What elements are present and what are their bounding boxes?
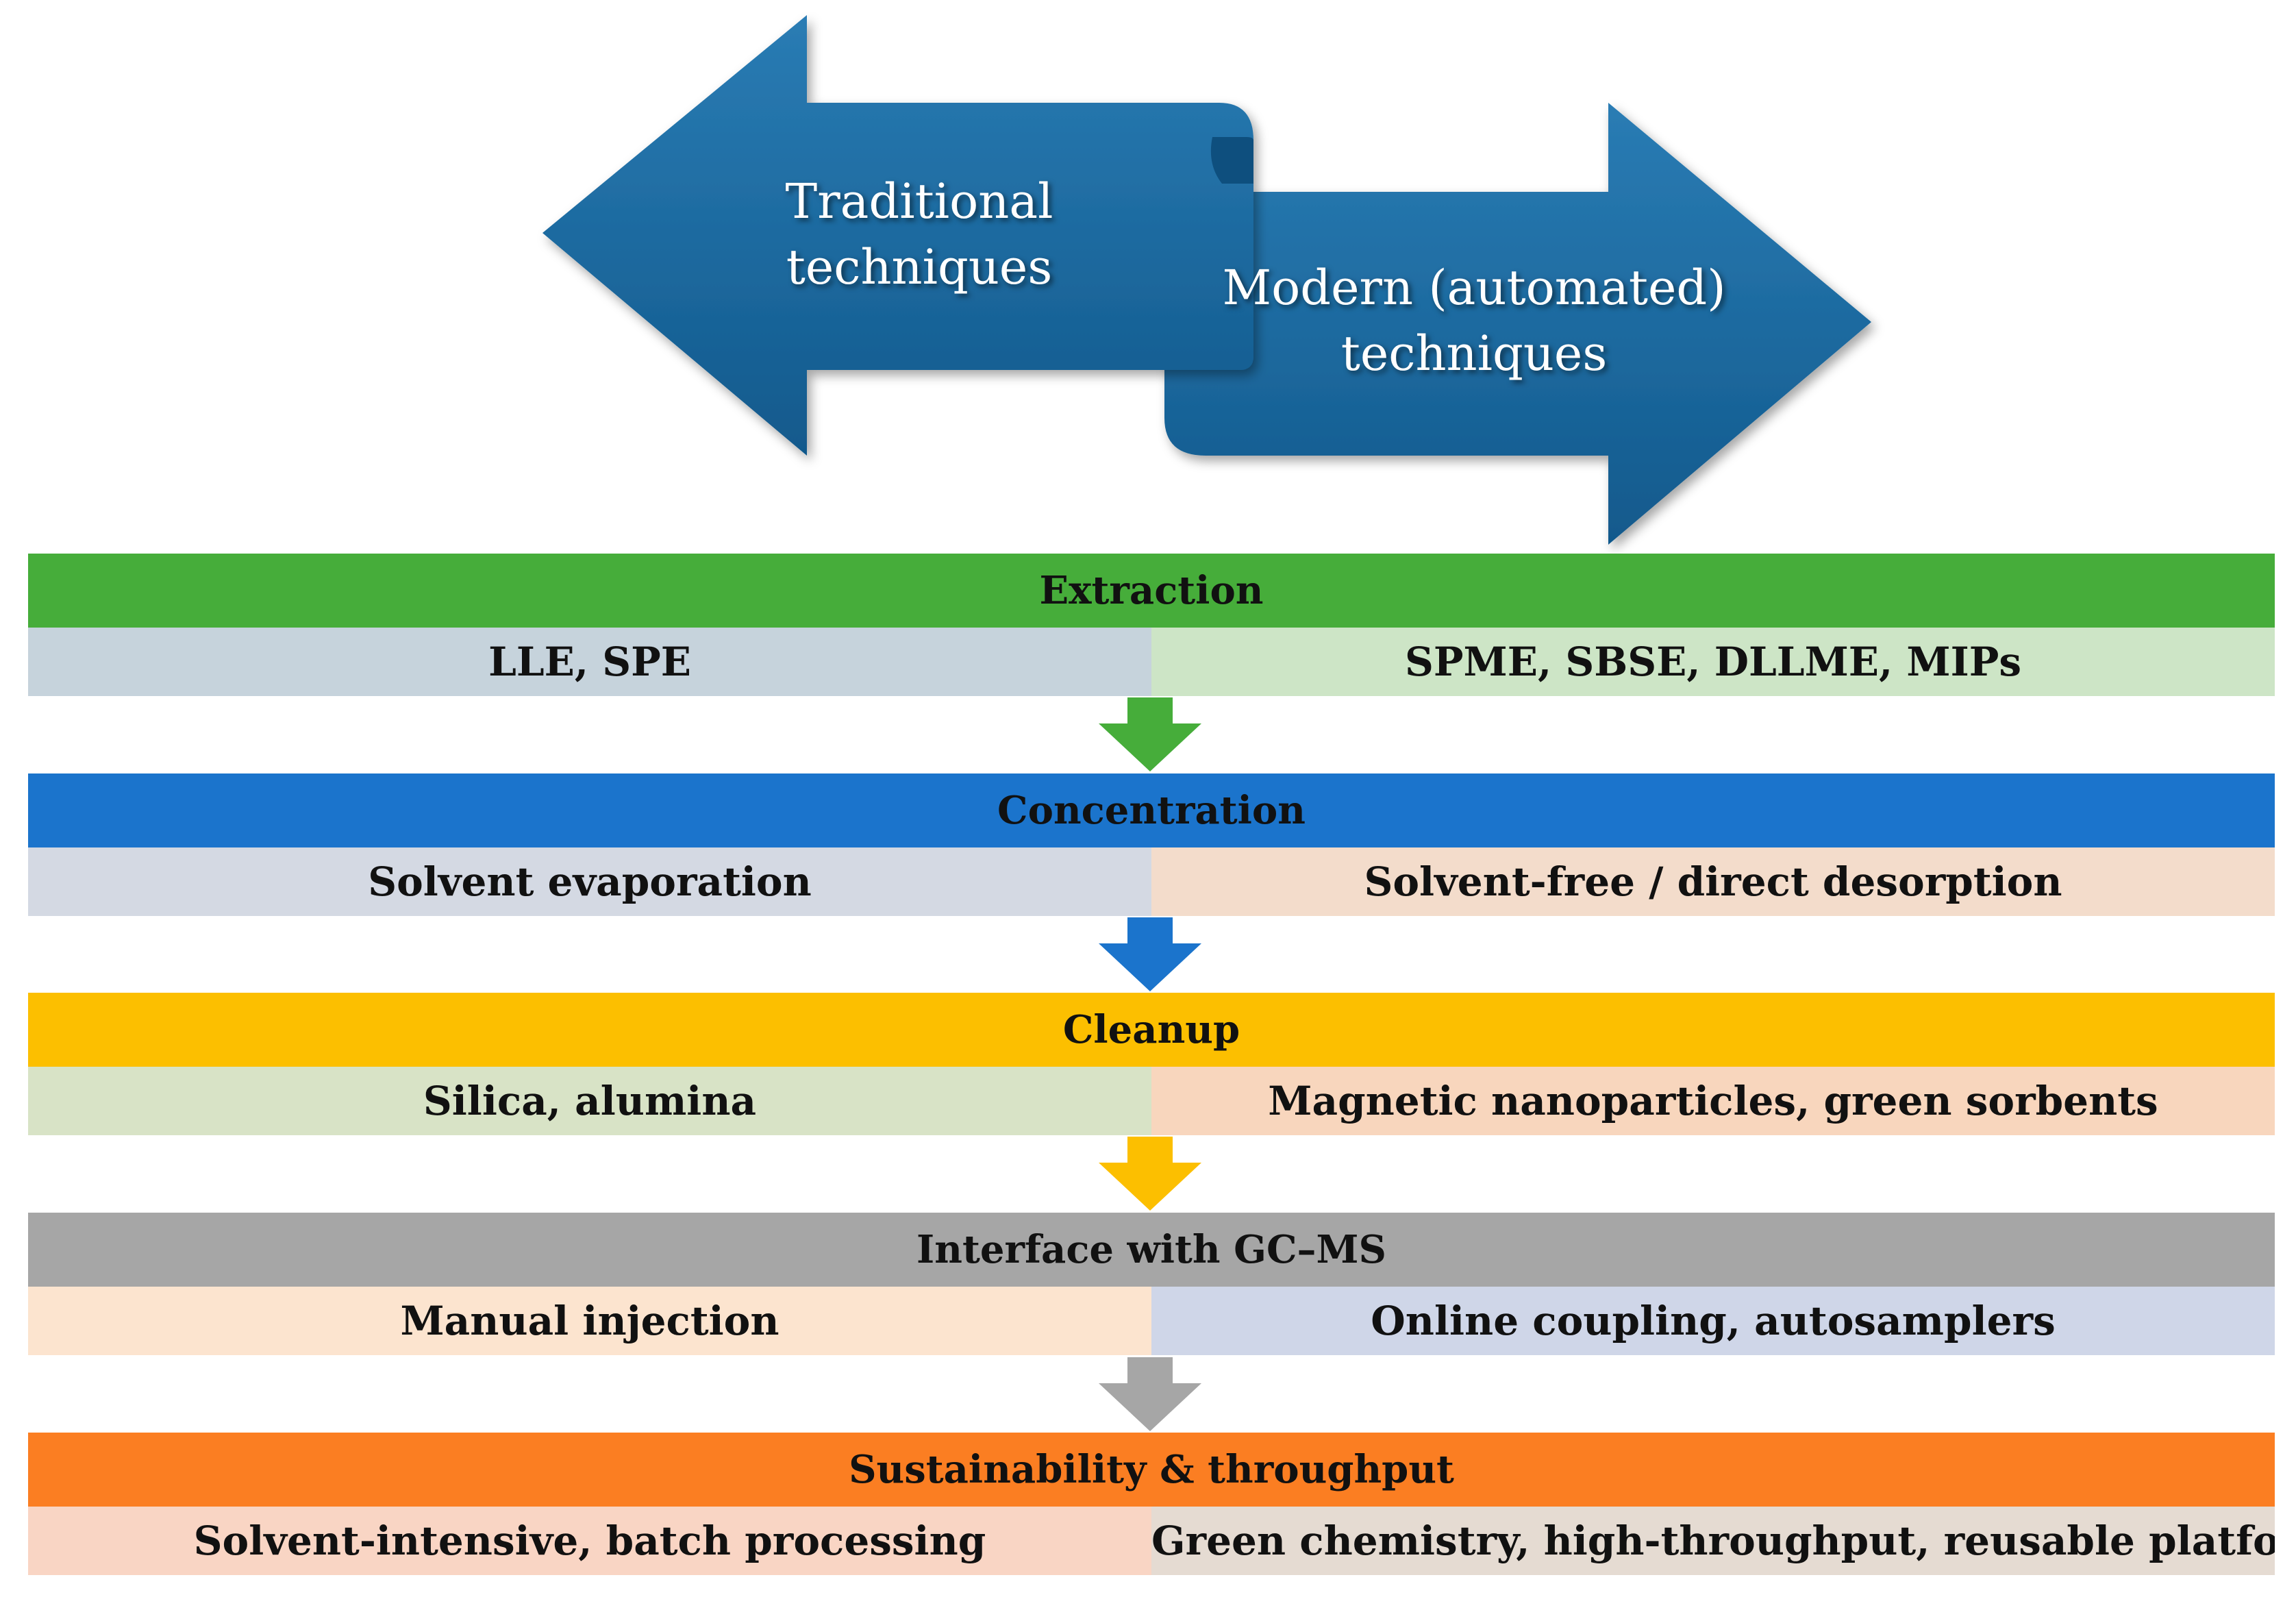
traditional-cell: Solvent evaporation	[28, 847, 1151, 916]
stage-concentration: Concentration Solvent evaporation Solven…	[28, 773, 2275, 916]
down-arrow-icon	[1099, 1357, 1201, 1431]
modern-cell: Solvent-free / direct desorption	[1151, 847, 2275, 916]
traditional-cell: Silica, alumina	[28, 1067, 1151, 1135]
traditional-cell: Solvent-intensive, batch processing	[28, 1507, 1151, 1575]
modern-arrow	[1164, 103, 1871, 545]
down-arrow-icon	[1099, 1137, 1201, 1211]
modern-cell: Green chemistry, high-throughput, reusab…	[1151, 1507, 2275, 1575]
down-arrow-icon	[1099, 917, 1201, 991]
stage-row: Solvent-intensive, batch processing Gree…	[28, 1507, 2275, 1575]
down-arrow-icon	[1099, 697, 1201, 771]
stage-row: Manual injection Online coupling, autosa…	[28, 1287, 2275, 1355]
stage-extraction: Extraction LLE, SPE SPME, SBSE, DLLME, M…	[28, 554, 2275, 696]
traditional-techniques-label: Traditional techniques	[785, 173, 1053, 295]
modern-cell: Online coupling, autosamplers	[1151, 1287, 2275, 1355]
stage-row: LLE, SPE SPME, SBSE, DLLME, MIPs	[28, 628, 2275, 696]
stage-title: Extraction	[28, 554, 2275, 628]
traditional-cell: Manual injection	[28, 1287, 1151, 1355]
stage-row: Solvent evaporation Solvent-free / direc…	[28, 847, 2275, 916]
stage-interface-gc-ms: Interface with GC–MS Manual injection On…	[28, 1213, 2275, 1355]
stage-title: Concentration	[28, 773, 2275, 847]
modern-cell: SPME, SBSE, DLLME, MIPs	[1151, 628, 2275, 696]
stage-title: Interface with GC–MS	[28, 1213, 2275, 1287]
stage-title: Sustainability & throughput	[28, 1433, 2275, 1507]
traditional-cell: LLE, SPE	[28, 628, 1151, 696]
stage-row: Silica, alumina Magnetic nanoparticles, …	[28, 1067, 2275, 1135]
stage-cleanup: Cleanup Silica, alumina Magnetic nanopar…	[28, 993, 2275, 1135]
traditional-arrow	[542, 15, 1253, 456]
ribbon-fold	[1210, 137, 1253, 184]
technique-arrows	[542, 15, 1871, 545]
stage-title: Cleanup	[28, 993, 2275, 1067]
stage-sustainability-throughput: Sustainability & throughput Solvent-inte…	[28, 1433, 2275, 1575]
modern-cell: Magnetic nanoparticles, green sorbents	[1151, 1067, 2275, 1135]
modern-techniques-label: Modern (automated) techniques	[1222, 260, 1726, 382]
